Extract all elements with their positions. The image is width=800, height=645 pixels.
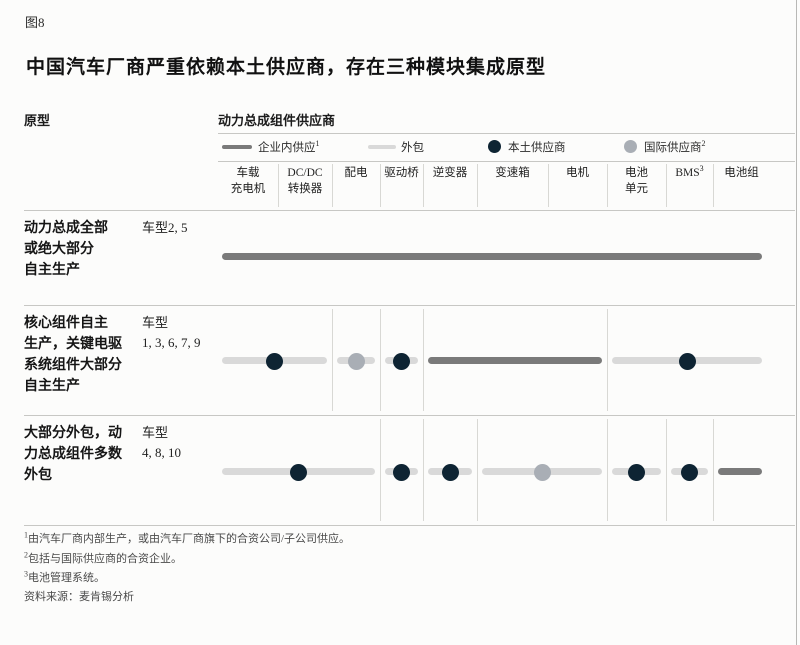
legend-bottom-divider [218, 161, 795, 162]
footnote-marker: 2 [24, 549, 28, 559]
column-header-text: 变速箱 [495, 167, 530, 179]
prototype-label: 动力总成全部 或绝大部分 自主生产 [24, 221, 108, 278]
models-label: 车型 1, 3, 6, 7, 9 [142, 315, 201, 350]
in-house-line-swatch [222, 145, 252, 149]
prototype-column-heading: 原型 [24, 113, 51, 128]
in-house-supply-bar [428, 357, 602, 364]
figure-number: 图8 [25, 15, 45, 30]
footnote-marker: 3 [24, 569, 28, 579]
local-supplier-dot [290, 463, 307, 481]
legend-top-divider [218, 133, 795, 134]
legend-label-text: 国际供应商 [644, 142, 702, 154]
component-column-header: 变速箱 [477, 166, 548, 206]
header-bottom-divider [24, 210, 795, 211]
component-column-header: 电机 [548, 166, 607, 206]
in-house-supply-bar [222, 253, 762, 260]
component-column-header: BMS3 [666, 164, 713, 206]
column-header-text: 电池 单元 [625, 167, 648, 195]
component-column-header: 车载 充电机 [218, 166, 278, 206]
footnote: 2包括与国际供应商的合资企业。 [24, 550, 182, 566]
footnote-text: 由汽车厂商内部生产，或由汽车厂商旗下的合资公司/子公司供应。 [28, 533, 351, 545]
local-supplier-dot-swatch [488, 140, 501, 153]
component-column-header: 配电 [332, 166, 380, 206]
column-divider [380, 164, 381, 207]
footnote: 3电池管理系统。 [24, 569, 105, 585]
column-header-text: 车载 充电机 [230, 167, 266, 195]
column-divider [713, 164, 714, 207]
column-divider [607, 164, 608, 207]
legend-label-outsourced: 外包 [401, 139, 424, 155]
segment-divider [332, 309, 333, 411]
segment-divider [423, 309, 424, 411]
local-supplier-dot [393, 463, 410, 481]
segment-divider [423, 419, 424, 521]
column-divider [423, 164, 424, 207]
component-column-header: 逆变器 [423, 166, 477, 206]
column-footnote-marker: 3 [699, 164, 704, 174]
footnote-text: 电池管理系统。 [28, 572, 105, 584]
column-header-text: BMS [675, 167, 700, 179]
column-header-text: 电机 [566, 167, 589, 179]
column-divider [278, 164, 279, 207]
source-note: 资料来源：麦肯锡分析 [24, 591, 134, 603]
legend-label-text: 外包 [401, 142, 424, 154]
outsourced-line-swatch [368, 145, 396, 149]
local-supplier-dot [266, 352, 283, 370]
legend-label-international-supplier: 国际供应商2 [644, 139, 706, 155]
column-divider [666, 164, 667, 207]
column-divider [332, 164, 333, 207]
local-supplier-dot [441, 463, 459, 481]
legend-footnote-marker: 2 [701, 139, 706, 149]
local-supplier-dot [678, 352, 696, 370]
row-divider [24, 525, 795, 526]
international-supplier-dot [347, 352, 365, 370]
row-divider [24, 305, 795, 306]
prototype-label: 核心组件自主 生产，关键电驱 系统组件大部分 自主生产 [24, 316, 122, 394]
row-divider [24, 415, 795, 416]
segment-divider [607, 309, 608, 411]
column-header-text: 逆变器 [432, 167, 468, 179]
local-supplier-dot [628, 463, 645, 481]
footnote-text: 包括与国际供应商的合资企业。 [28, 552, 182, 565]
local-supplier-dot [393, 352, 410, 370]
supply-column-heading: 动力总成组件供应商 [218, 113, 336, 128]
column-header-text: DC/DC 转换器 [287, 167, 323, 195]
in-house-supply-bar [718, 468, 762, 475]
segment-divider [607, 419, 608, 521]
component-column-header: DC/DC 转换器 [278, 166, 332, 206]
page-right-border [796, 0, 797, 645]
footnote: 1由汽车厂商内部生产，或由汽车厂商旗下的合资公司/子公司供应。 [24, 530, 350, 546]
legend-label-text: 企业内供应 [258, 142, 316, 154]
legend-footnote-marker: 1 [315, 139, 320, 149]
component-column-header: 电池 单元 [607, 166, 666, 206]
figure-title: 中国汽车厂商严重依赖本土供应商，存在三种模块集成原型 [26, 57, 547, 78]
footnote-marker: 1 [24, 530, 28, 540]
column-divider [477, 164, 478, 207]
component-column-header: 驱动桥 [380, 166, 423, 206]
international-supplier-dot-swatch [624, 140, 637, 153]
legend-label-local-supplier: 本土供应商 [508, 139, 566, 155]
legend-label-in-house: 企业内供应1 [258, 139, 320, 155]
column-header-text: 配电 [344, 167, 368, 179]
column-header-text: 驱动桥 [384, 167, 419, 179]
models-label: 车型 4, 8, 10 [142, 425, 181, 460]
prototype-label: 大部分外包，动 力总成组件多数 外包 [24, 426, 122, 483]
column-divider [548, 164, 549, 207]
segment-divider [477, 419, 478, 521]
models-label: 车型2, 5 [142, 220, 188, 235]
segment-divider [666, 419, 667, 521]
column-header-text: 电池组 [724, 167, 759, 179]
segment-divider [380, 419, 381, 521]
international-supplier-dot [533, 463, 551, 481]
legend-label-text: 本土供应商 [508, 142, 566, 154]
segment-divider [380, 309, 381, 411]
local-supplier-dot [681, 463, 698, 481]
segment-divider [713, 419, 714, 521]
component-column-header: 电池组 [713, 166, 770, 206]
